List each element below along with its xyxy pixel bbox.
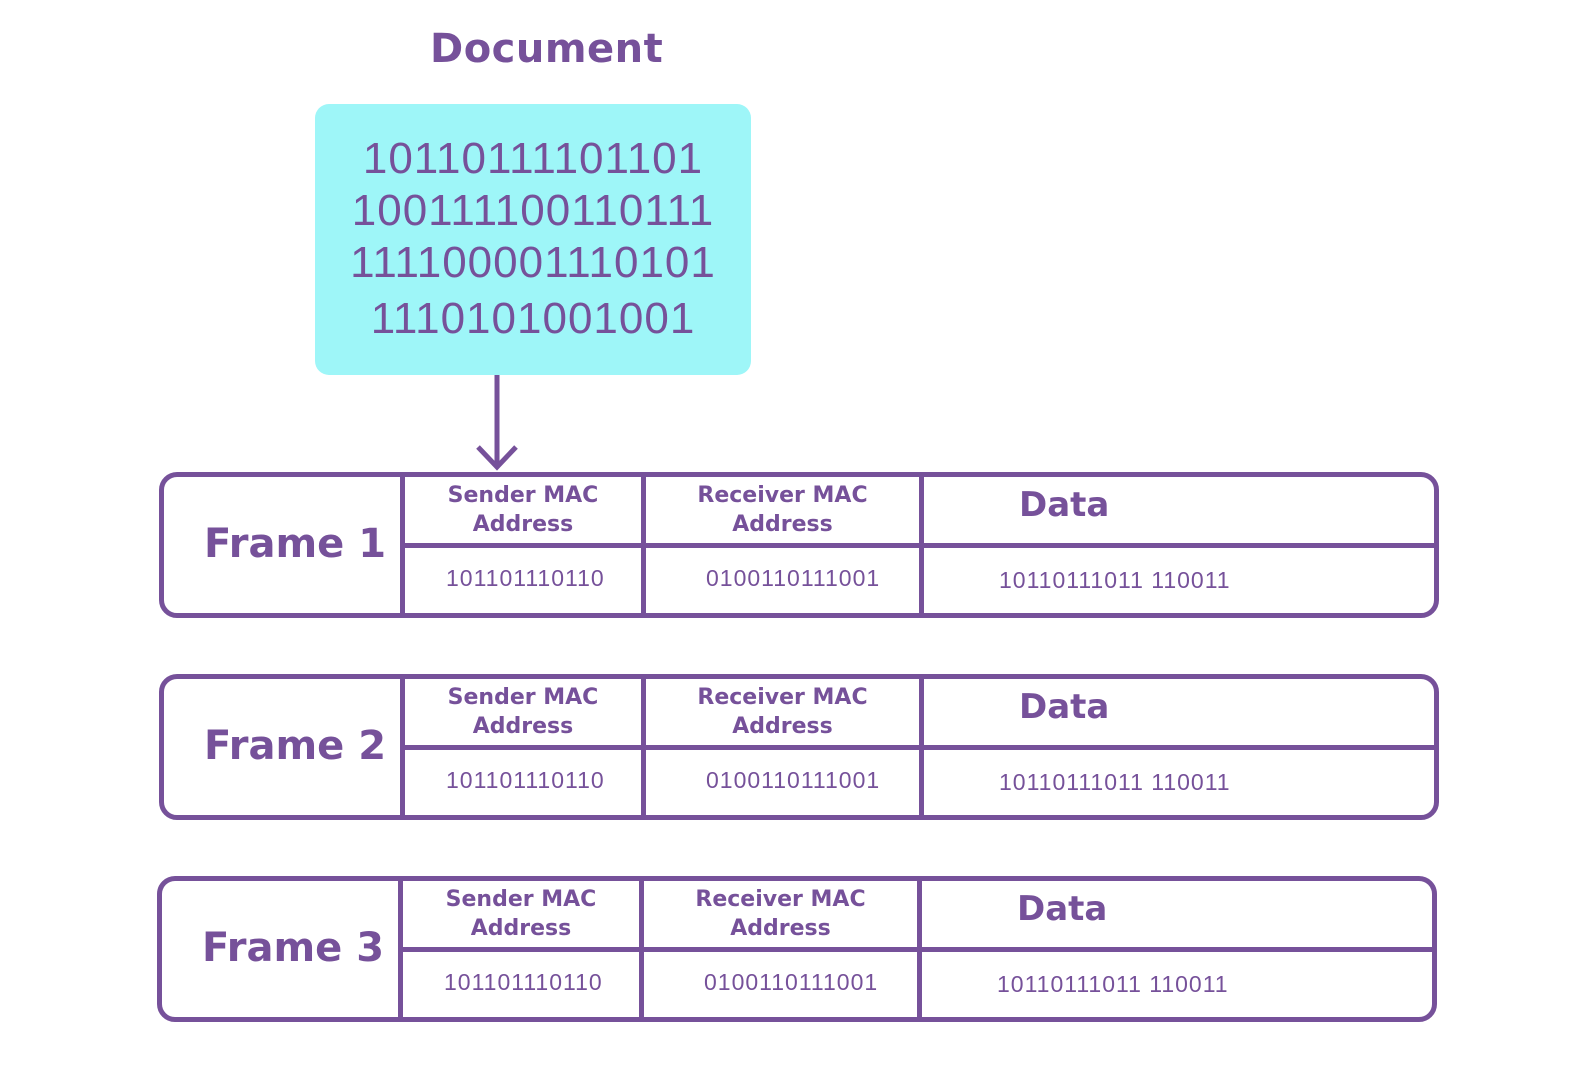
frame-label: Frame 3 (202, 925, 385, 971)
receiver-mac-value: 0100110111001 (704, 969, 879, 995)
document-line: 1110101001001 (370, 294, 696, 343)
sender-mac-header: Sender MAC Address (445, 887, 597, 941)
data-value: 10110111011 110011 (999, 567, 1231, 593)
document-title: Document (430, 26, 664, 72)
divider (400, 947, 1432, 952)
receiver-mac-header: Receiver MAC Address (697, 483, 868, 537)
frame-3: Frame 3 Sender MAC Address Receiver MAC … (157, 876, 1437, 1022)
sender-mac-value: 101101110110 (446, 565, 605, 591)
document-box: 10110111101101 100111100110111 111100001… (315, 104, 751, 375)
sender-mac-header: Sender MAC Address (447, 483, 599, 537)
divider (402, 543, 1434, 548)
data-value: 10110111011 110011 (999, 769, 1231, 795)
down-arrow-icon (476, 375, 518, 471)
receiver-mac-value: 0100110111001 (706, 767, 881, 793)
data-value: 10110111011 110011 (997, 971, 1229, 997)
receiver-mac-header: Receiver MAC Address (697, 685, 868, 739)
frame-label: Frame 1 (204, 521, 387, 567)
sender-mac-value: 101101110110 (446, 767, 605, 793)
data-header: Data (1019, 687, 1110, 727)
document-line: 10110111101101 (362, 134, 704, 183)
receiver-mac-header: Receiver MAC Address (695, 887, 866, 941)
receiver-mac-value: 0100110111001 (706, 565, 881, 591)
divider (402, 745, 1434, 750)
data-header: Data (1017, 889, 1108, 929)
sender-mac-value: 101101110110 (444, 969, 603, 995)
sender-mac-header: Sender MAC Address (447, 685, 599, 739)
data-header: Data (1019, 485, 1110, 525)
frame-1: Frame 1 Sender MAC Address Receiver MAC … (159, 472, 1439, 618)
frame-label: Frame 2 (204, 723, 387, 769)
frame-2: Frame 2 Sender MAC Address Receiver MAC … (159, 674, 1439, 820)
document-line: 100111100110111 (351, 186, 715, 235)
document-line: 111100001110101 (350, 238, 716, 287)
